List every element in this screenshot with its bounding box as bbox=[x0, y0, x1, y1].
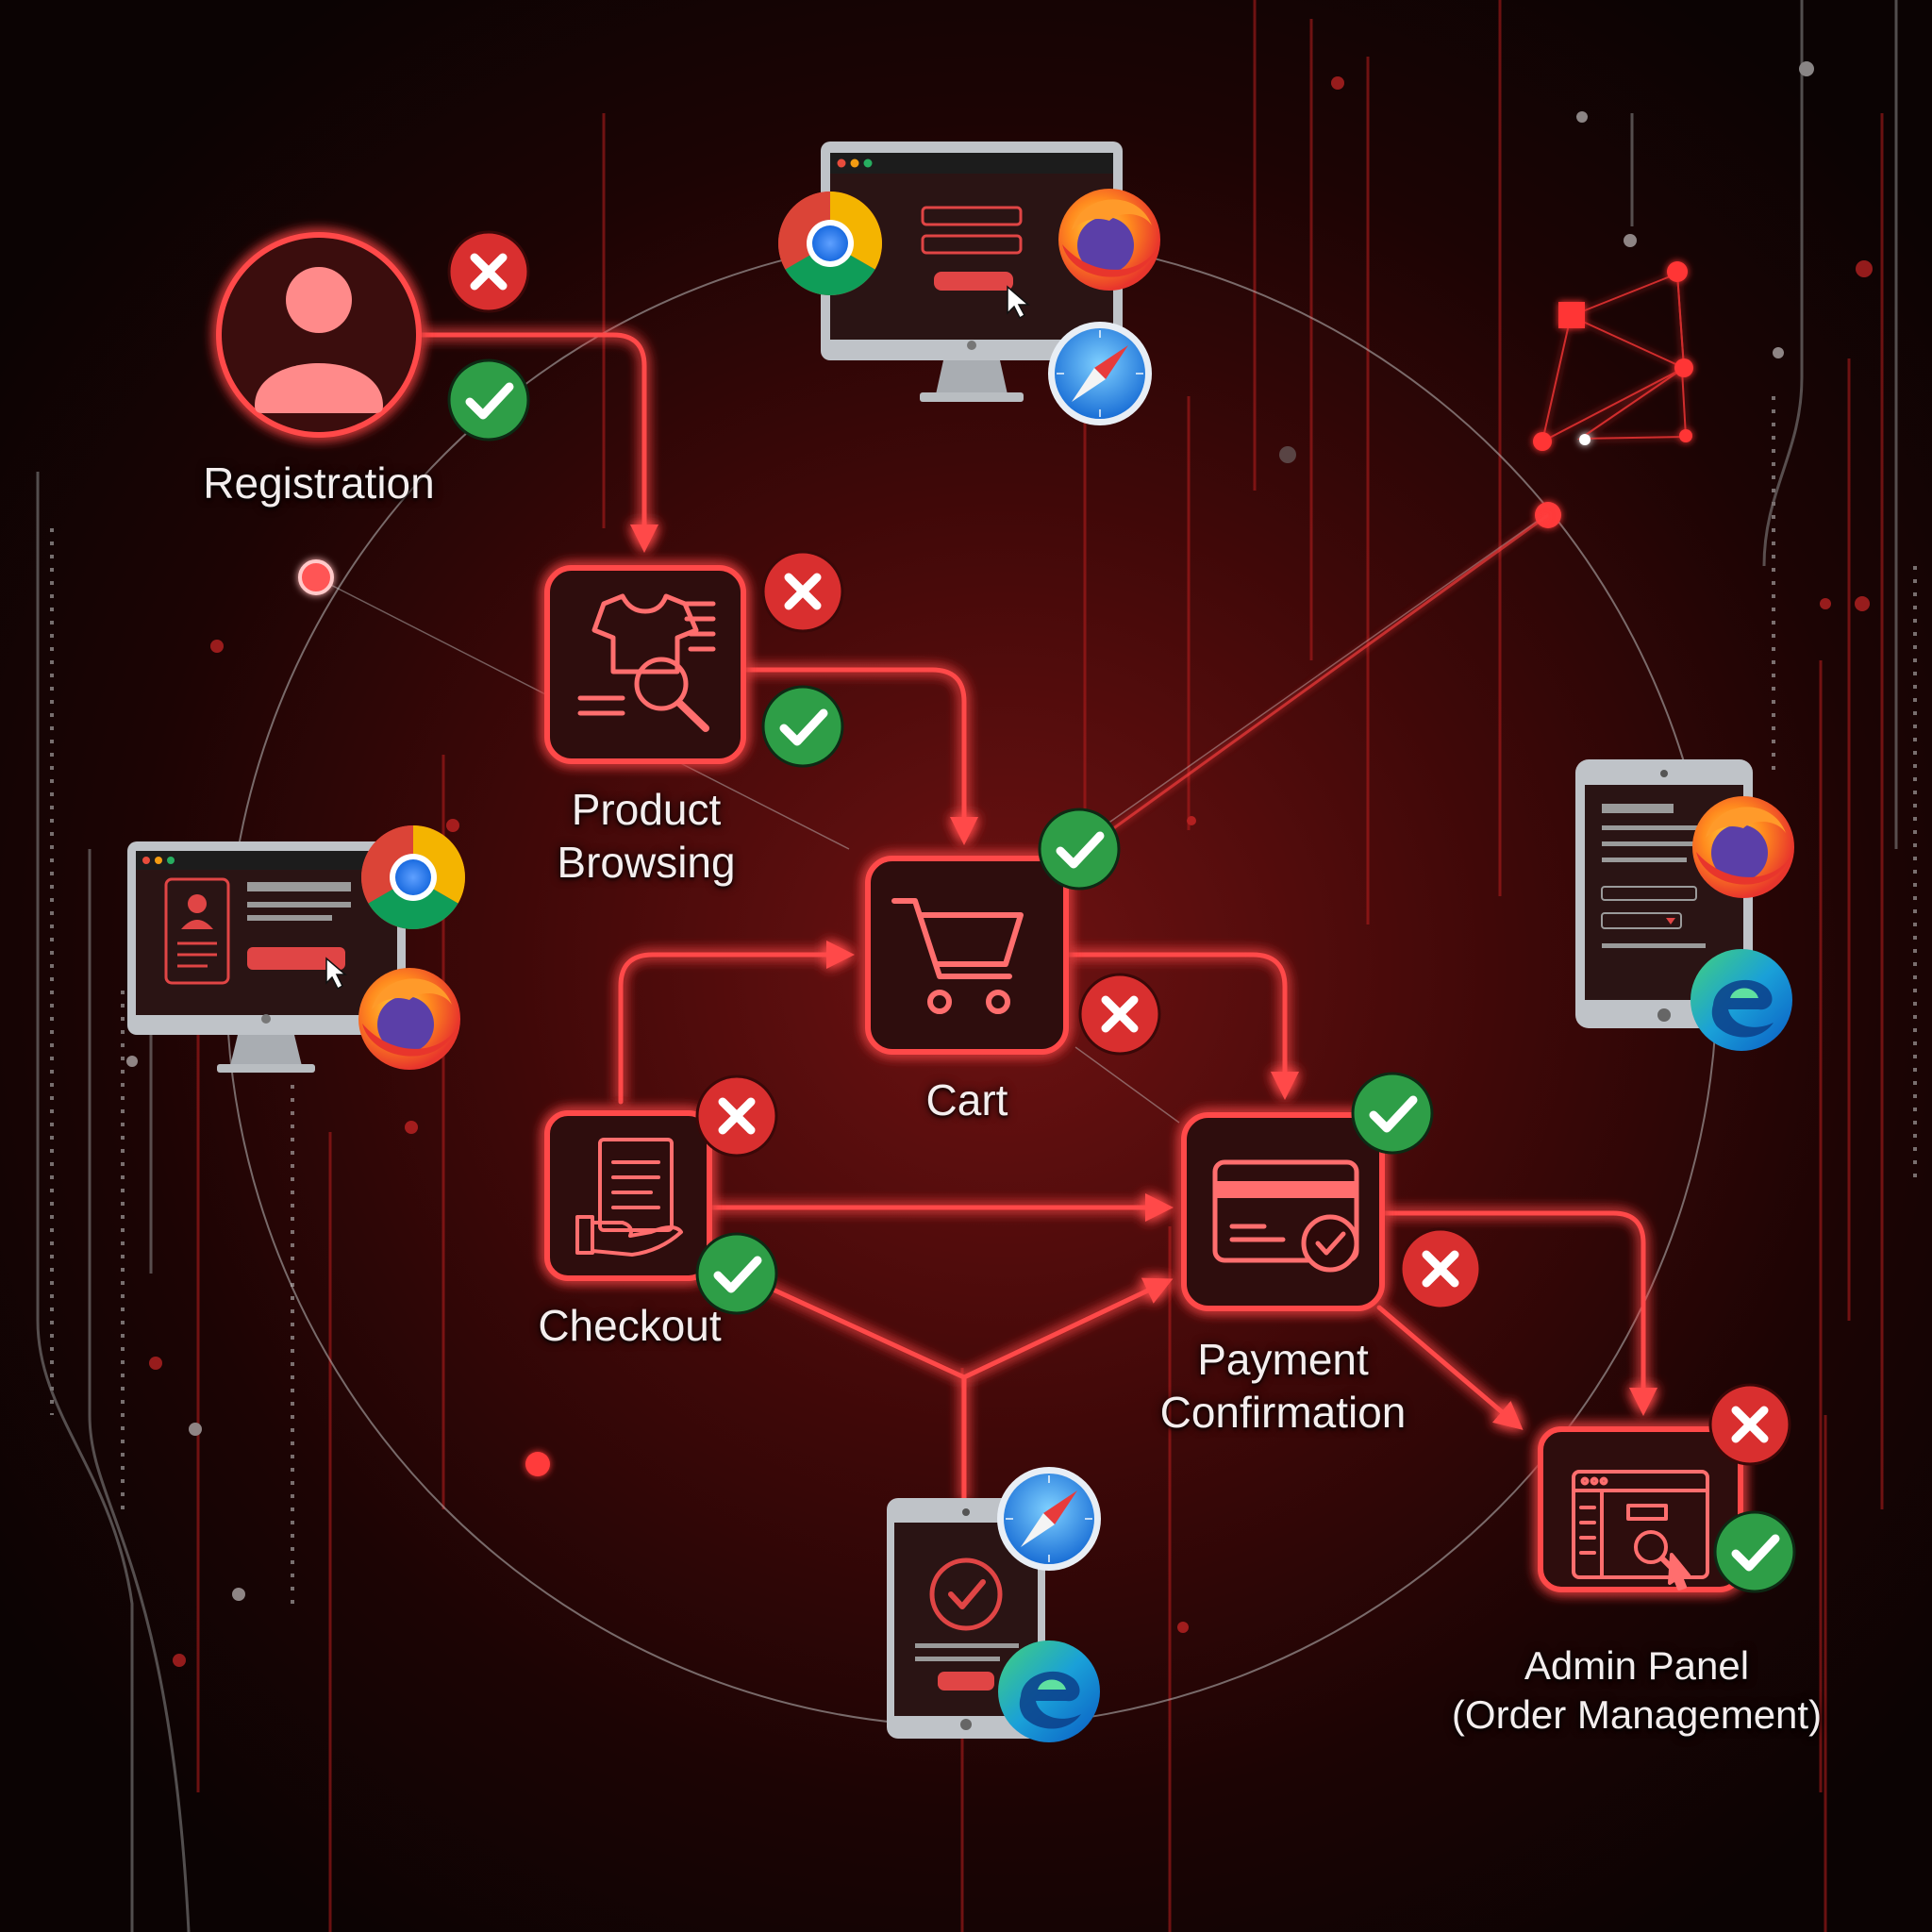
product-browsing-label-line-1: Product bbox=[571, 785, 722, 834]
checkout-node[interactable] bbox=[544, 1110, 712, 1281]
pass-badge-icon bbox=[1040, 809, 1119, 889]
admin-label-line-1: Admin Panel bbox=[1524, 1643, 1750, 1688]
registration-node[interactable] bbox=[216, 232, 422, 438]
checkout-label: Checkout bbox=[491, 1299, 769, 1352]
firefox-icon bbox=[358, 968, 460, 1070]
chrome-icon bbox=[361, 825, 465, 929]
edge-icon bbox=[998, 1641, 1100, 1742]
shopping-cart-icon bbox=[891, 898, 1024, 1014]
pass-badge-icon bbox=[449, 360, 528, 440]
fail-badge-icon bbox=[449, 232, 528, 311]
network-constellation bbox=[1533, 261, 1693, 451]
fail-badge-icon bbox=[697, 1076, 776, 1156]
product-search-icon bbox=[577, 593, 716, 732]
fail-badge-icon bbox=[763, 552, 842, 631]
cart-label: Cart bbox=[873, 1074, 1061, 1126]
payment-label-line-1: Payment bbox=[1197, 1335, 1369, 1384]
fail-badge-icon bbox=[1080, 974, 1159, 1054]
ring-node bbox=[298, 559, 334, 595]
safari-icon bbox=[996, 1466, 1102, 1572]
admin-panel-node[interactable] bbox=[1538, 1426, 1743, 1592]
admin-dashboard-icon bbox=[1572, 1470, 1709, 1591]
fail-badge-icon bbox=[1401, 1229, 1480, 1308]
pass-badge-icon bbox=[1353, 1074, 1432, 1153]
admin-panel-label: Admin Panel (Order Management) bbox=[1415, 1641, 1858, 1740]
product-browsing-label-line-2: Browsing bbox=[557, 838, 736, 887]
product-browsing-node[interactable] bbox=[544, 565, 746, 764]
admin-label-line-2: (Order Management) bbox=[1451, 1692, 1823, 1737]
credit-card-check-icon bbox=[1212, 1159, 1359, 1273]
firefox-icon bbox=[1692, 796, 1794, 898]
checkout-label-line: Checkout bbox=[538, 1301, 722, 1350]
cart-label-line: Cart bbox=[925, 1075, 1008, 1124]
safari-icon bbox=[1047, 321, 1153, 426]
payment-confirmation-node[interactable] bbox=[1181, 1112, 1385, 1311]
payment-confirmation-label: Payment Confirmation bbox=[1113, 1333, 1453, 1439]
chrome-icon bbox=[778, 192, 882, 295]
pass-badge-icon bbox=[763, 687, 842, 766]
pass-badge-icon bbox=[1715, 1512, 1794, 1591]
product-browsing-label: Product Browsing bbox=[491, 783, 802, 889]
firefox-icon bbox=[1058, 189, 1160, 291]
user-icon bbox=[255, 267, 383, 413]
flow-connectors bbox=[414, 332, 1657, 1503]
cart-node[interactable] bbox=[865, 856, 1069, 1055]
registration-label-line: Registration bbox=[203, 458, 435, 508]
invoice-hand-icon bbox=[575, 1138, 683, 1257]
registration-label: Registration bbox=[158, 457, 479, 509]
payment-label-line-2: Confirmation bbox=[1159, 1388, 1407, 1437]
edge-icon bbox=[1690, 949, 1792, 1051]
fail-badge-icon bbox=[1710, 1385, 1790, 1464]
desktop-monitor-left bbox=[127, 841, 406, 1073]
